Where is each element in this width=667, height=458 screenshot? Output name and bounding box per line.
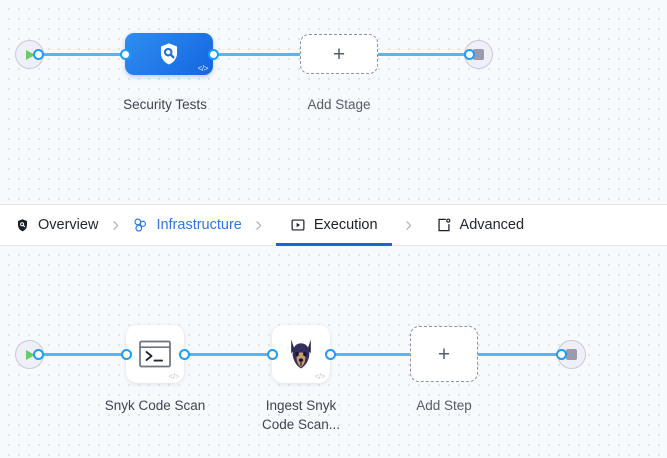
add-stage-node[interactable]: + (300, 34, 378, 74)
play-icon (26, 49, 35, 60)
cluster-nodes-icon (132, 217, 149, 234)
add-stage-label: Add Stage (307, 97, 371, 112)
step-connector-line (38, 353, 128, 356)
step-connector-line (182, 353, 272, 356)
connector-dot[interactable] (464, 49, 475, 60)
connector-dot[interactable] (120, 49, 131, 60)
connector-dot[interactable] (33, 349, 44, 360)
connector-dot[interactable] (208, 49, 219, 60)
settings-window-icon (436, 217, 453, 234)
connector-dot[interactable] (121, 349, 132, 360)
stage-pipeline-canvas[interactable]: </> Security Tests + Add Stage (0, 0, 667, 204)
plus-icon: + (332, 42, 346, 66)
code-badge: </> (197, 64, 209, 73)
shield-icon (14, 217, 31, 234)
stage-connector-line (374, 53, 474, 56)
tab-overview[interactable]: Overview (14, 204, 98, 246)
tab-infrastructure[interactable]: Infrastructure (132, 204, 242, 246)
code-badge: </> (314, 372, 326, 381)
stage-node-security-tests[interactable]: </> (125, 33, 213, 75)
play-icon (26, 349, 35, 360)
tab-execution[interactable]: Execution (275, 204, 392, 246)
connector-dot[interactable] (325, 349, 336, 360)
step-node-label: Ingest Snyk Code Scan... (261, 398, 341, 432)
step-connector-line (328, 353, 412, 356)
connector-dot[interactable] (179, 349, 190, 360)
shield-search-icon (125, 41, 213, 67)
code-badge: </> (168, 372, 180, 381)
step-pipeline-canvas[interactable]: </> Snyk Code Scan </> In (0, 246, 667, 458)
connector-dot[interactable] (267, 349, 278, 360)
add-step-node[interactable]: + (410, 326, 478, 382)
step-node-snyk-code-scan[interactable]: </> (126, 325, 184, 383)
tab-label: Advanced (459, 217, 525, 233)
tab-label: Overview (38, 217, 99, 233)
tab-label: Execution (313, 217, 378, 233)
stage-node-label: Security Tests (123, 97, 207, 112)
plus-icon: + (437, 342, 451, 366)
tab-label: Infrastructure (156, 217, 242, 233)
connector-dot[interactable] (33, 49, 44, 60)
play-box-icon (290, 217, 307, 234)
terminal-icon (126, 339, 184, 369)
chevron-right-icon (242, 204, 276, 246)
stage-connector-line (38, 53, 130, 56)
pipeline-section-tabs: Overview Infrastructure (0, 204, 667, 246)
step-start-node[interactable] (15, 340, 44, 369)
stage-connector-line (210, 53, 304, 56)
stop-icon (566, 349, 577, 360)
step-node-label: Snyk Code Scan (104, 398, 206, 413)
step-connector-line (475, 353, 567, 356)
step-node-ingest-snyk-code-scan[interactable]: </> (272, 325, 330, 383)
tab-advanced[interactable]: Advanced (436, 204, 525, 246)
stop-icon (473, 49, 484, 60)
chevron-right-icon (392, 204, 426, 246)
snyk-dog-icon (272, 337, 330, 371)
chevron-right-icon (98, 204, 132, 246)
add-step-label: Add Step (416, 398, 472, 413)
connector-dot[interactable] (556, 349, 567, 360)
